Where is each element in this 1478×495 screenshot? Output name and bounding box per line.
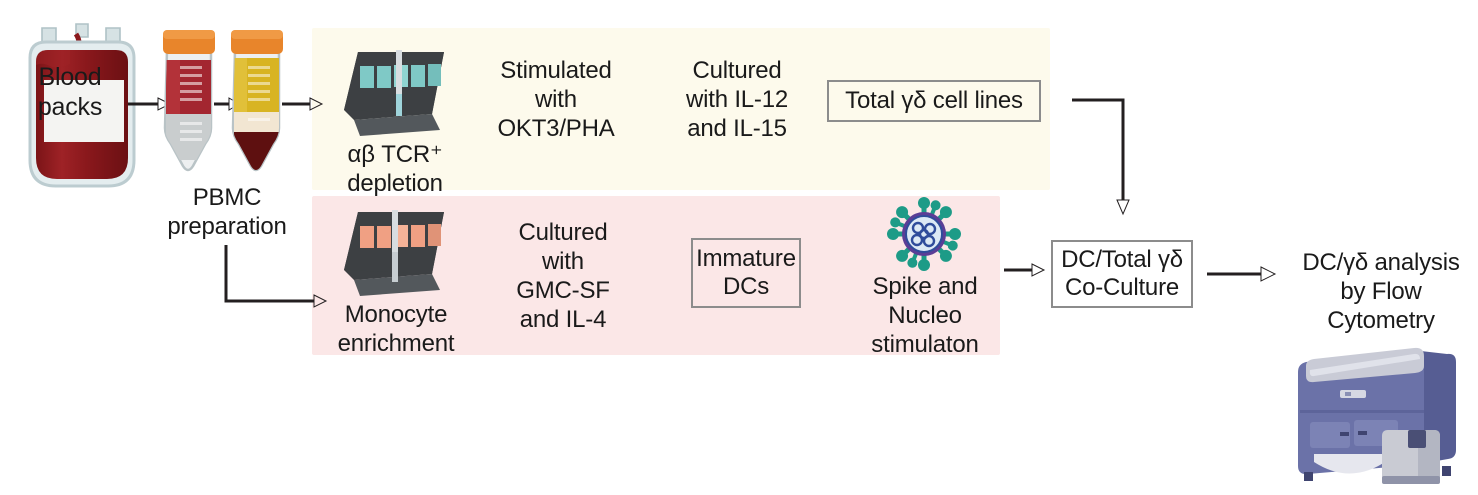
spike-nucleo-label: Spike and Nucleo stimulaton xyxy=(871,273,979,358)
magnetic-separator-teal-icon xyxy=(344,50,444,136)
co-culture-box: DC/Total γδ Co-Culture xyxy=(1051,240,1193,308)
arrow-coculture-to-analysis xyxy=(1207,266,1277,282)
monocyte-enrichment-label: Monocyte enrichment xyxy=(337,301,455,357)
magnetic-separator-salmon-icon xyxy=(344,210,444,296)
arrow-pbmc-to-top-row xyxy=(282,97,324,111)
elbow-total-gd-to-coculture xyxy=(1072,98,1130,216)
blood-bag-icon xyxy=(28,23,136,188)
flow-cytometer-icon xyxy=(1298,347,1456,484)
stimulated-okt3-label: Stimulated with OKT3/PHA xyxy=(497,57,615,142)
flow-analysis-label: DC/γδ analysis by Flow Cytometry xyxy=(1302,249,1460,334)
blood-packs-label: Blood packs xyxy=(37,63,103,121)
ab-tcr-depletion-label: αβ TCR⁺ depletion xyxy=(347,141,443,197)
cultured-gmcsf-il4-label: Cultured with GMC-SF and IL-4 xyxy=(516,219,610,333)
pbmc-preparation-label: PBMC preparation xyxy=(167,184,287,240)
coronavirus-icon xyxy=(887,197,961,271)
elbow-pbmc-to-bottom-row xyxy=(224,245,328,308)
arrow-bag-to-tube xyxy=(128,97,172,111)
total-gd-cell-lines-box: Total γδ cell lines xyxy=(827,80,1041,122)
centrifuge-tube-blood-icon xyxy=(163,30,215,172)
immature-dcs-box: Immature DCs xyxy=(691,238,801,308)
centrifuge-tube-separated-icon xyxy=(231,30,283,172)
cultured-il12-il15-label: Cultured with IL-12 and IL-15 xyxy=(685,57,789,142)
arrow-virus-to-coculture xyxy=(1004,263,1046,277)
